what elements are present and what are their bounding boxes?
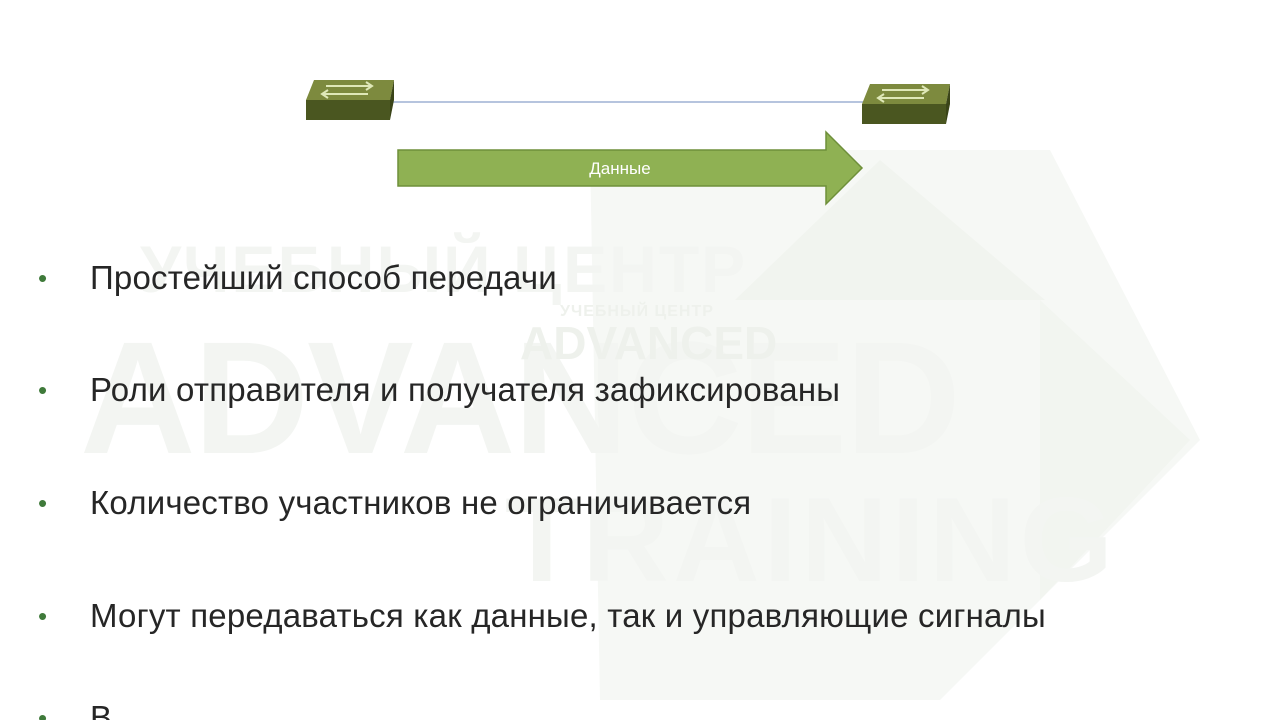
bullet-text: Могут передаваться как данные, так и упр… [90,597,1046,634]
switch-right-icon [862,84,950,124]
bullet-dot-icon: • [38,702,48,720]
data-arrow [397,130,864,206]
bullet-text: Простейший способ передачи [90,259,557,296]
bullet-dot-icon: • [38,600,48,631]
bullet-dot-icon: • [38,262,48,293]
bullet-text: В [90,699,113,720]
bullet-text: Роли отправителя и получателя зафиксиров… [90,371,841,408]
bullet-item: • В [36,698,112,720]
bullet-dot-icon: • [38,487,48,518]
bullet-item: • Роли отправителя и получателя зафиксир… [36,370,840,410]
bullet-item: • Простейший способ передачи [36,258,557,298]
data-flow-diagram: Данные [0,0,1280,220]
switch-left-icon [306,80,394,120]
arrow-label: Данные [589,159,651,178]
bullet-item: • Количество участников не ограничиваетс… [36,483,751,523]
bullet-dot-icon: • [38,374,48,405]
bullet-text: Количество участников не ограничивается [90,484,752,521]
bullet-item: • Могут передаваться как данные, так и у… [36,596,1046,636]
